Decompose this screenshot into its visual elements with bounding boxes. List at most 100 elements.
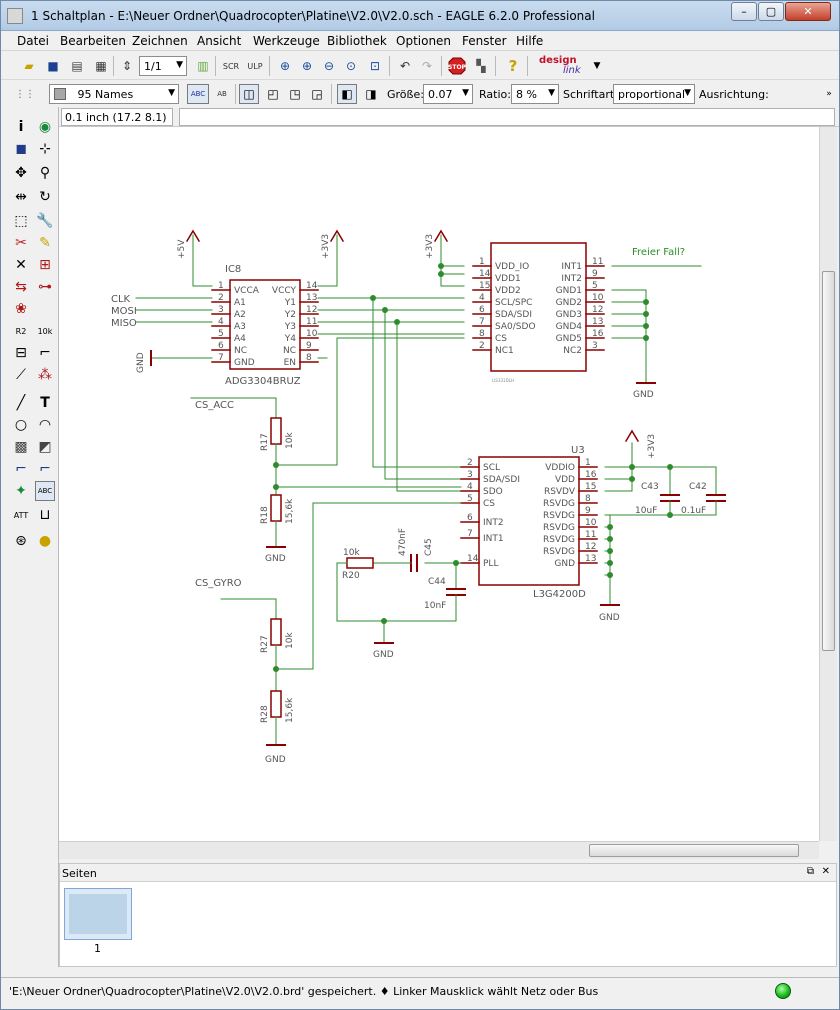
print-icon[interactable]: ▤ bbox=[71, 59, 83, 73]
arc-icon[interactable]: ◠ bbox=[38, 417, 52, 433]
menu-werkzeuge[interactable]: Werkzeuge bbox=[253, 34, 320, 48]
font-select[interactable]: proportional ▼ bbox=[613, 84, 695, 104]
close-icon[interactable]: ✕ bbox=[821, 866, 830, 877]
acc-pin-number: 5 bbox=[592, 281, 598, 291]
status-led-icon[interactable] bbox=[775, 983, 791, 999]
script-icon[interactable]: SCR bbox=[222, 61, 240, 71]
close-button[interactable]: ✕ bbox=[785, 2, 831, 21]
design-link-logo[interactable]: design link bbox=[537, 55, 587, 77]
show-icon[interactable]: ◉ bbox=[38, 119, 52, 135]
ic8-pin-number: 13 bbox=[306, 293, 317, 303]
align-top-right-icon[interactable]: ◳ bbox=[289, 87, 301, 101]
junction-icon[interactable]: ✦ bbox=[15, 483, 27, 499]
horizontal-scrollbar[interactable] bbox=[59, 841, 819, 859]
r27-value: 10k bbox=[285, 632, 295, 649]
zoom-out-icon[interactable]: ⊖ bbox=[323, 59, 335, 73]
dimension-icon[interactable]: ⊔ bbox=[39, 507, 51, 523]
align-bottom-right-icon[interactable]: ◲ bbox=[311, 87, 323, 101]
chevron-right-icon[interactable]: » bbox=[826, 89, 832, 99]
mirror-right-icon[interactable]: ◨ bbox=[365, 87, 377, 101]
display-icon[interactable]: ◼ bbox=[15, 141, 27, 157]
value-icon[interactable]: 10k bbox=[37, 326, 53, 336]
invoke-icon[interactable]: ⁂ bbox=[38, 367, 52, 383]
menu-fenster[interactable]: Fenster bbox=[462, 34, 507, 48]
redo-icon[interactable]: ↷ bbox=[421, 59, 433, 73]
horizontal-scroll-thumb[interactable] bbox=[589, 844, 799, 857]
align-top-left-icon[interactable]: ◰ bbox=[267, 87, 279, 101]
delete-icon[interactable]: ✕ bbox=[15, 257, 27, 273]
chevron-down-icon[interactable]: ▼ bbox=[593, 61, 601, 71]
menu-bearbeiten[interactable]: Bearbeiten bbox=[60, 34, 126, 48]
errors-icon[interactable]: ● bbox=[38, 533, 52, 549]
group-icon[interactable]: ⬚ bbox=[14, 213, 28, 229]
add-icon[interactable]: ⊞ bbox=[39, 257, 51, 273]
command-input[interactable] bbox=[179, 108, 835, 126]
polygon-icon[interactable]: ◩ bbox=[38, 439, 52, 455]
pinswap-icon[interactable]: ⇆ bbox=[15, 279, 27, 295]
circle-icon[interactable]: ○ bbox=[14, 417, 28, 433]
ic8-pin-number: 8 bbox=[306, 353, 312, 363]
zoom-select-icon[interactable]: ⊡ bbox=[369, 59, 381, 73]
text-ab-button[interactable]: AB bbox=[217, 90, 227, 98]
mirror-icon[interactable]: ⇹ bbox=[15, 189, 27, 205]
maximize-button[interactable]: ▢ bbox=[758, 2, 784, 21]
mirror-left-icon[interactable]: ◧ bbox=[337, 84, 357, 104]
vertical-scrollbar[interactable] bbox=[819, 127, 837, 841]
board-switch-icon[interactable]: ⇕ bbox=[121, 59, 133, 73]
menu-hilfe[interactable]: Hilfe bbox=[516, 34, 544, 48]
acc-pin-label: GND1 bbox=[556, 286, 582, 296]
mark-icon[interactable]: ⊹ bbox=[39, 141, 51, 157]
cut-icon[interactable]: ✎ bbox=[39, 235, 51, 251]
smash-icon[interactable]: ⊟ bbox=[15, 345, 27, 361]
undock-icon[interactable]: ⧉ bbox=[806, 866, 814, 877]
undo-icon[interactable]: ↶ bbox=[399, 59, 411, 73]
cam-icon[interactable]: ▦ bbox=[95, 59, 107, 73]
menu-bibliothek[interactable]: Bibliothek bbox=[327, 34, 387, 48]
rect-icon[interactable]: ▩ bbox=[14, 439, 28, 455]
bus-icon[interactable]: ⌐ bbox=[15, 461, 27, 477]
gateswap-icon[interactable]: ⊶ bbox=[38, 279, 52, 295]
rotate-icon[interactable]: ↻ bbox=[39, 189, 51, 205]
zoom-fit-icon[interactable]: ⊕ bbox=[279, 59, 291, 73]
page-thumbnail[interactable] bbox=[64, 888, 132, 940]
net-icon[interactable]: ⌐ bbox=[39, 461, 51, 477]
ratio-input[interactable]: 8 % ▼ bbox=[511, 84, 559, 104]
copy-icon[interactable]: ⚲ bbox=[39, 165, 51, 181]
menu-optionen[interactable]: Optionen bbox=[396, 34, 452, 48]
wire-icon[interactable]: ╱ bbox=[16, 395, 26, 411]
go-icon[interactable]: ▚ bbox=[476, 59, 486, 73]
align-bottom-left-icon[interactable]: ◫ bbox=[239, 84, 259, 104]
miter-icon[interactable]: ⌐ bbox=[39, 345, 51, 361]
sheet-select[interactable]: 1/1 ▼ bbox=[139, 56, 187, 76]
split-icon[interactable]: ⟋ bbox=[16, 367, 26, 383]
layer-select[interactable]: 95 Names ▼ bbox=[49, 84, 179, 104]
text-abc-button[interactable]: ABC bbox=[187, 84, 209, 104]
menu-zeichnen[interactable]: Zeichnen bbox=[132, 34, 188, 48]
move-icon[interactable]: ✥ bbox=[15, 165, 27, 181]
library-icon[interactable]: ▥ bbox=[197, 59, 209, 73]
save-icon[interactable]: ■ bbox=[47, 59, 59, 73]
attribute-icon[interactable]: ATT bbox=[13, 510, 29, 520]
name-icon[interactable]: R2 bbox=[15, 326, 27, 336]
paste-icon[interactable]: ✂ bbox=[15, 235, 27, 251]
zoom-in-icon[interactable]: ⊕ bbox=[301, 59, 313, 73]
zoom-redraw-icon[interactable]: ⊙ bbox=[345, 59, 357, 73]
text-icon[interactable]: T bbox=[40, 395, 50, 411]
size-input[interactable]: 0.07 ▼ bbox=[423, 84, 473, 104]
minimize-button[interactable]: – bbox=[731, 2, 757, 21]
help-icon[interactable]: ? bbox=[508, 57, 518, 75]
menu-datei[interactable]: Datei bbox=[17, 34, 50, 48]
erc-icon[interactable]: ⊛ bbox=[15, 533, 27, 549]
label-icon[interactable]: ABC bbox=[35, 481, 55, 501]
ulp-icon[interactable]: ULP bbox=[247, 61, 263, 71]
change-icon[interactable]: 🔧 bbox=[36, 213, 54, 229]
u3-pin-label: INT2 bbox=[483, 518, 504, 528]
replace-icon[interactable]: ❀ bbox=[15, 301, 27, 317]
stop-icon[interactable]: STOP bbox=[447, 56, 467, 76]
info-icon[interactable]: i bbox=[18, 119, 24, 135]
vertical-scroll-thumb[interactable] bbox=[822, 271, 835, 651]
menu-ansicht[interactable]: Ansicht bbox=[197, 34, 242, 48]
open-icon[interactable]: ▰ bbox=[24, 59, 34, 73]
